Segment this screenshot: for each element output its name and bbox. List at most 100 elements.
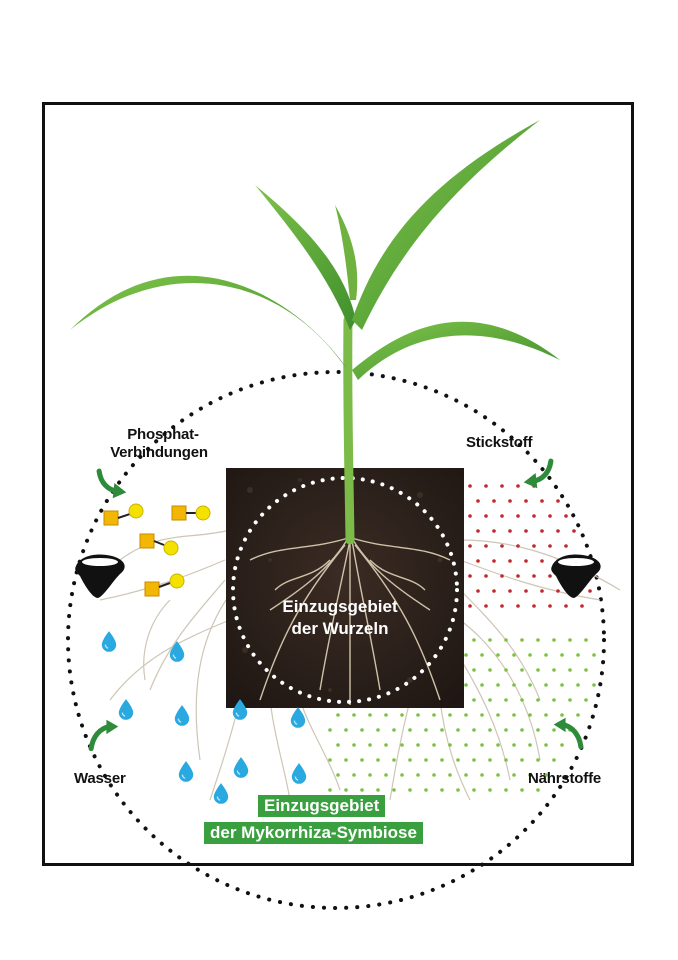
nutrient-dot — [536, 668, 540, 672]
nutrient-dot — [504, 758, 508, 762]
nitrogen-dot — [492, 559, 496, 563]
nutrient-dot — [520, 728, 524, 732]
nutrient-dot — [584, 698, 588, 702]
water-drop-icon — [213, 782, 229, 804]
nutrient-dot — [504, 638, 508, 642]
nutrient-dot — [440, 758, 444, 762]
water-drop-icon — [174, 704, 190, 726]
nutrient-dot — [368, 713, 372, 717]
nutrient-dot — [464, 653, 468, 657]
nutrient-dot — [520, 758, 524, 762]
nutrient-dot — [504, 788, 508, 792]
nutrient-dot — [344, 758, 348, 762]
nutrient-dot — [592, 653, 596, 657]
nutrient-dot — [328, 728, 332, 732]
nutrient-dot — [464, 773, 468, 777]
nutrient-dot — [576, 713, 580, 717]
curved-arrow-icon — [524, 461, 551, 488]
nutrient-dot — [576, 653, 580, 657]
phosphate-molecule — [139, 533, 179, 556]
nutrient-dot — [504, 728, 508, 732]
nutrient-dot — [504, 698, 508, 702]
nutrient-dot — [488, 728, 492, 732]
nutrient-dot — [456, 788, 460, 792]
nitrogen-dot — [564, 544, 568, 548]
nutrient-dot — [368, 743, 372, 747]
nitrogen-dot — [524, 529, 528, 533]
nitrogen-dot — [548, 544, 552, 548]
nitrogen-dot — [484, 514, 488, 518]
label-stickstoff: Stickstoff — [466, 434, 533, 451]
nutrient-dot — [560, 743, 564, 747]
nitrogen-dot — [532, 544, 536, 548]
nutrient-dot — [408, 758, 412, 762]
nutrient-dot — [488, 668, 492, 672]
nitrogen-dot — [516, 514, 520, 518]
nutrient-dot — [488, 638, 492, 642]
nutrient-dot — [336, 773, 340, 777]
nitrogen-dot — [484, 544, 488, 548]
nutrient-dot — [480, 743, 484, 747]
water-drop-icon — [291, 762, 307, 784]
nutrient-dot — [512, 743, 516, 747]
nitrogen-dot — [516, 544, 520, 548]
nutrient-dot — [528, 773, 532, 777]
nutrient-dot — [464, 683, 468, 687]
label-root-zone: Einzugsgebiet der Wurzeln — [240, 596, 440, 640]
nutrient-dot — [488, 758, 492, 762]
nitrogen-dot — [556, 529, 560, 533]
nutrient-dot — [568, 638, 572, 642]
nitrogen-dot — [524, 499, 528, 503]
nutrient-dot — [560, 713, 564, 717]
nutrient-dot — [512, 713, 516, 717]
nitrogen-dot — [468, 514, 472, 518]
nutrient-dot — [336, 713, 340, 717]
nutrient-dot — [544, 713, 548, 717]
nitrogen-dot — [540, 559, 544, 563]
nutrient-dot — [424, 788, 428, 792]
label-root-zone-line2: der Wurzeln — [291, 619, 389, 638]
nitrogen-dot — [532, 514, 536, 518]
nutrient-dot — [360, 758, 364, 762]
nutrient-dot — [400, 743, 404, 747]
nitrogen-dot — [564, 604, 568, 608]
nutrient-dot — [472, 788, 476, 792]
nutrient-dot — [384, 713, 388, 717]
nutrient-dot — [536, 638, 540, 642]
nutrient-dot — [424, 758, 428, 762]
nitrogen-dot — [540, 589, 544, 593]
nutrient-dot — [520, 698, 524, 702]
label-phosphat: Phosphat- Verbindungen — [108, 426, 218, 462]
nitrogen-dot — [492, 529, 496, 533]
nitrogen-dot — [548, 514, 552, 518]
nutrient-dot — [504, 668, 508, 672]
nutrient-dot — [544, 773, 548, 777]
nutrient-dot — [392, 788, 396, 792]
water-drop-icon — [178, 760, 194, 782]
nitrogen-dot — [500, 544, 504, 548]
nutrient-dot — [552, 758, 556, 762]
nutrient-dot — [544, 683, 548, 687]
nitrogen-dot — [476, 499, 480, 503]
water-drop-icon — [290, 706, 306, 728]
nitrogen-dot — [516, 604, 520, 608]
nutrient-dot — [512, 773, 516, 777]
nutrient-dot — [472, 638, 476, 642]
nutrient-dot — [416, 743, 420, 747]
nutrient-dot — [552, 668, 556, 672]
nutrient-dot — [376, 728, 380, 732]
nutrient-dot — [440, 788, 444, 792]
label-wasser: Wasser — [74, 770, 126, 787]
nutrient-dot — [528, 713, 532, 717]
nitrogen-dot — [468, 544, 472, 548]
nutrient-dot — [344, 788, 348, 792]
plant-roots — [249, 534, 451, 705]
nutrient-dot — [488, 698, 492, 702]
curved-arrow-icon — [99, 471, 126, 498]
nitrogen-dot — [508, 589, 512, 593]
nitrogen-dot — [540, 499, 544, 503]
nutrient-dot — [536, 788, 540, 792]
nitrogen-dot — [468, 574, 472, 578]
nitrogen-dot — [516, 484, 520, 488]
nitrogen-dot — [484, 574, 488, 578]
